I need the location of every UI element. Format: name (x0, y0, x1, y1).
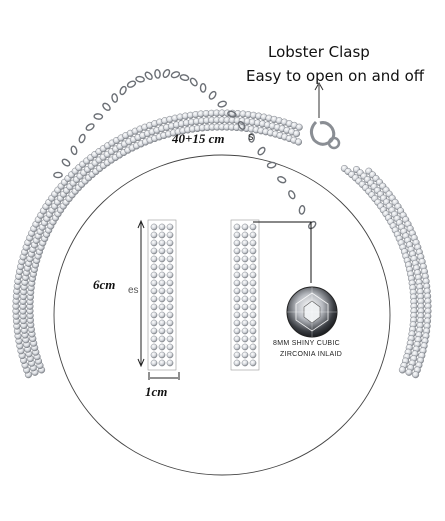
gem-caption-line2: ZIRCONIA INLAID (280, 351, 343, 358)
gem-caption-line1: 8MM SHINY CUBIC (273, 340, 340, 347)
clasp-title: Lobster Clasp (268, 43, 370, 61)
rhinestone-band (12, 109, 432, 379)
length-label: 40+15 cm (172, 131, 225, 146)
clasp-arrow-icon (314, 81, 324, 91)
gem-pointer-line (253, 221, 312, 283)
height-label: 6cm (93, 277, 116, 292)
height-dimension-line (137, 219, 145, 368)
rhinestone-strips (147, 219, 260, 371)
clasp-description: Easy to open on and off (246, 67, 425, 85)
extender-chain (53, 68, 317, 230)
inner-outline (53, 154, 391, 476)
round-zirconia-gem-icon (286, 286, 338, 338)
length-fragment: s (248, 131, 254, 143)
lobster-clasp-icon (309, 120, 341, 150)
width-label: 1cm (145, 384, 168, 399)
height-fragment: es (128, 285, 139, 296)
width-label-backdrop (138, 380, 206, 408)
